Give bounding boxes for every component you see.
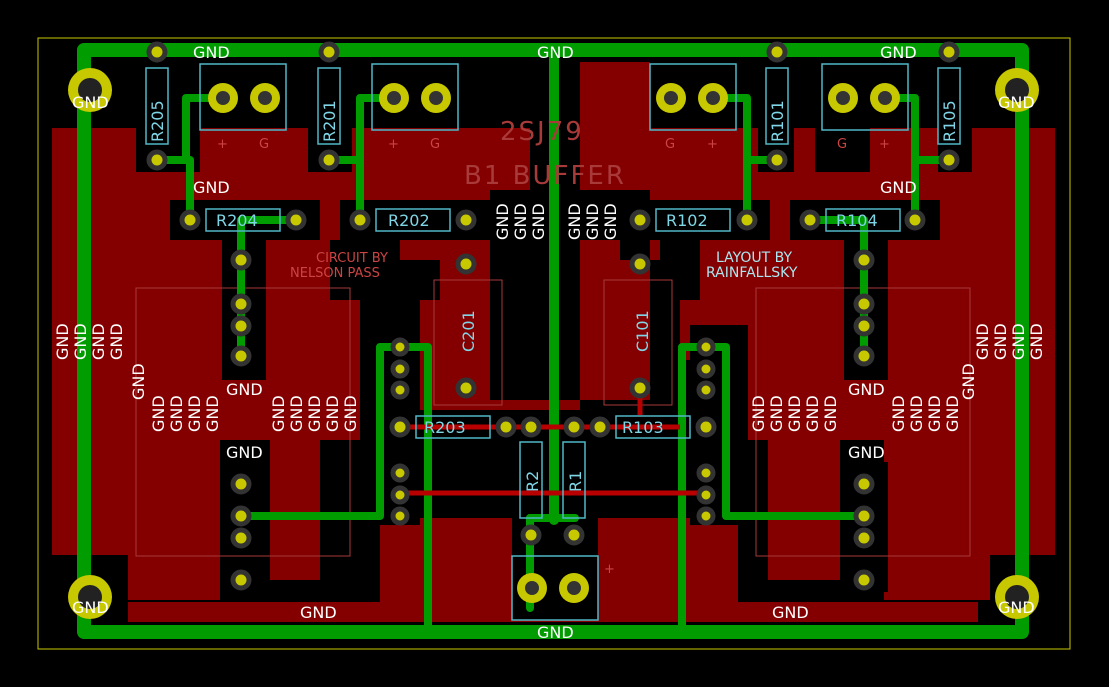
- svg-text:GND: GND: [269, 395, 288, 432]
- board-edge: [37, 37, 1071, 650]
- svg-text:+: +: [604, 562, 615, 577]
- ref-r204: R204: [216, 211, 258, 230]
- board-title-line2: B1 BUFFER: [464, 161, 626, 191]
- svg-text:GND: GND: [185, 395, 204, 432]
- svg-text:G: G: [430, 137, 440, 152]
- svg-text:GND: GND: [287, 395, 306, 432]
- svg-text:GND: GND: [803, 395, 822, 432]
- svg-text:GND: GND: [203, 395, 222, 432]
- svg-text:GND: GND: [71, 323, 90, 360]
- ref-r102: R102: [666, 211, 708, 230]
- svg-text:GND: GND: [1027, 323, 1046, 360]
- svg-text:GND: GND: [785, 395, 804, 432]
- svg-text:GND: GND: [323, 395, 342, 432]
- svg-text:GND: GND: [583, 203, 602, 240]
- svg-text:GND: GND: [907, 395, 926, 432]
- svg-text:GND: GND: [880, 178, 917, 197]
- ref-r201: R201: [320, 100, 339, 142]
- ref-r205: R205: [148, 100, 167, 142]
- copper-pour: [52, 62, 1055, 622]
- svg-text:GND: GND: [772, 603, 809, 622]
- small-pads: [146, 41, 960, 591]
- svg-text:GND: GND: [601, 203, 620, 240]
- svg-text:GND: GND: [749, 395, 768, 432]
- svg-text:GND: GND: [149, 395, 168, 432]
- resistor-bodies: [145, 63, 961, 621]
- ref-r104: R104: [836, 211, 878, 230]
- svg-text:GND: GND: [943, 395, 962, 432]
- svg-text:GND: GND: [305, 395, 324, 432]
- ref-r103: R103: [622, 418, 664, 437]
- svg-text:GND: GND: [959, 363, 978, 400]
- svg-text:GND: GND: [72, 598, 109, 617]
- credit-circuit-line2: NELSON PASS: [290, 266, 380, 281]
- svg-text:GND: GND: [167, 395, 186, 432]
- svg-text:G: G: [837, 137, 847, 152]
- ref-r2: R2: [523, 471, 542, 492]
- svg-text:GND: GND: [193, 43, 230, 62]
- svg-text:GND: GND: [53, 323, 72, 360]
- ref-r202: R202: [388, 211, 430, 230]
- ref-r1: R1: [566, 471, 585, 492]
- svg-text:GND: GND: [129, 363, 148, 400]
- board-title-line1: 2SJ79: [500, 117, 584, 147]
- svg-text:GND: GND: [493, 203, 512, 240]
- svg-text:GND: GND: [848, 443, 885, 462]
- svg-text:GND: GND: [925, 395, 944, 432]
- svg-text:GND: GND: [998, 93, 1035, 112]
- svg-text:GND: GND: [537, 623, 574, 642]
- ref-r203: R203: [424, 418, 466, 437]
- svg-text:+: +: [879, 137, 890, 152]
- credit-circuit-line1: CIRCUIT BY: [316, 251, 388, 266]
- polarity-marks: + G + G G + G + +: [217, 137, 890, 577]
- svg-text:GND: GND: [537, 43, 574, 62]
- svg-text:GND: GND: [72, 93, 109, 112]
- ref-c101: C101: [633, 310, 652, 352]
- svg-text:GND: GND: [565, 203, 584, 240]
- svg-text:G: G: [665, 137, 675, 152]
- ref-r101: R101: [768, 100, 787, 142]
- svg-text:GND: GND: [511, 203, 530, 240]
- svg-text:GND: GND: [821, 395, 840, 432]
- svg-text:GND: GND: [341, 395, 360, 432]
- svg-text:GND: GND: [1009, 323, 1028, 360]
- svg-text:GND: GND: [226, 443, 263, 462]
- svg-text:GND: GND: [107, 323, 126, 360]
- svg-text:GND: GND: [300, 603, 337, 622]
- svg-text:GND: GND: [848, 380, 885, 399]
- ref-c201: C201: [459, 310, 478, 352]
- svg-text:GND: GND: [89, 323, 108, 360]
- svg-text:+: +: [707, 137, 718, 152]
- svg-text:GND: GND: [973, 323, 992, 360]
- mounting-holes: [68, 68, 1039, 619]
- ref-r105: R105: [940, 100, 959, 142]
- svg-text:GND: GND: [226, 380, 263, 399]
- svg-text:GND: GND: [529, 203, 548, 240]
- svg-text:GND: GND: [889, 395, 908, 432]
- svg-text:GND: GND: [880, 43, 917, 62]
- svg-text:G: G: [259, 137, 269, 152]
- svg-text:GND: GND: [767, 395, 786, 432]
- svg-text:GND: GND: [193, 178, 230, 197]
- credit-layout-line1: LAYOUT BY: [716, 250, 793, 266]
- gnd-labels: GND GND GND GND GND GND GND GND GND GND …: [53, 43, 1046, 642]
- svg-text:+: +: [217, 137, 228, 152]
- svg-text:+: +: [388, 137, 399, 152]
- svg-text:GND: GND: [998, 598, 1035, 617]
- svg-text:GND: GND: [991, 323, 1010, 360]
- connector-holes: [216, 91, 892, 595]
- credit-layout-line2: RAINFALLSKY: [706, 265, 798, 281]
